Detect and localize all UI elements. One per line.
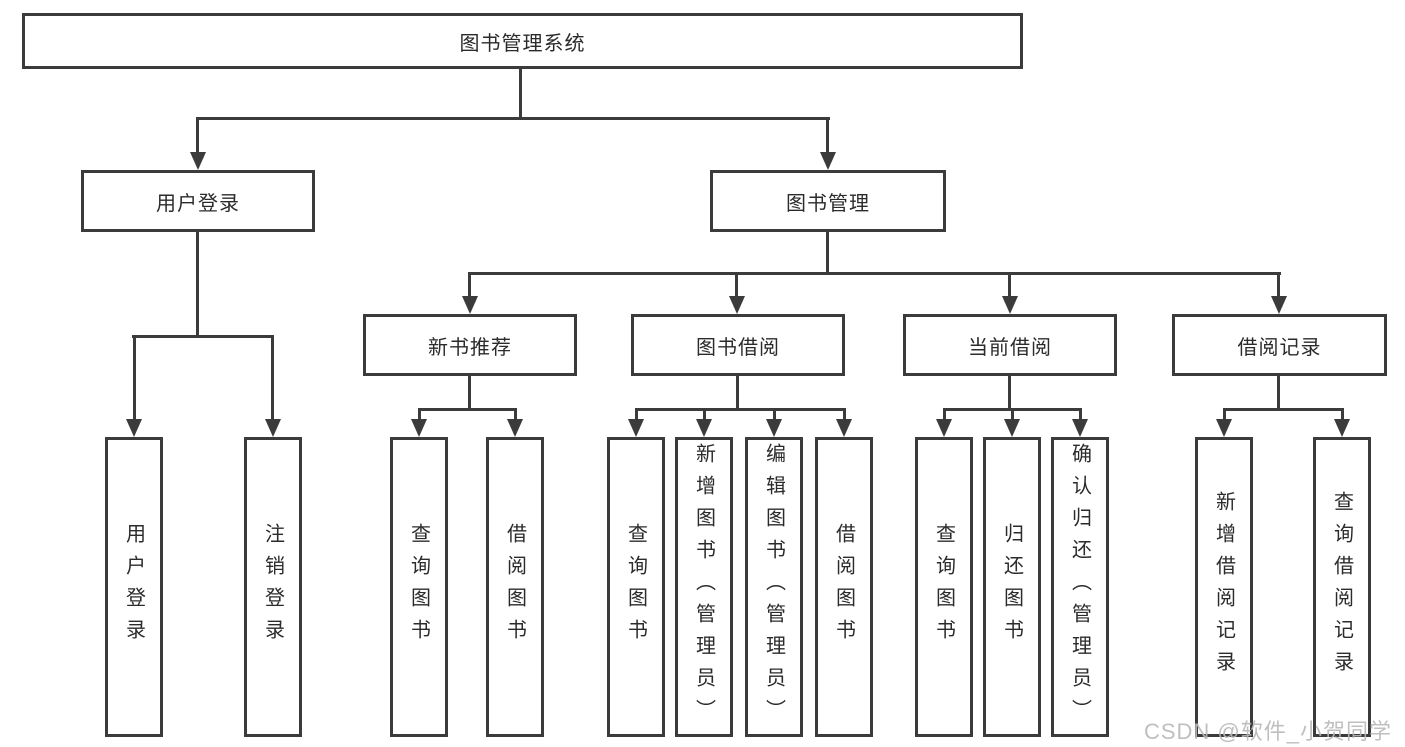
arrowhead-icon (190, 152, 206, 170)
arrowhead-icon (696, 419, 712, 437)
connector-line (1008, 272, 1011, 298)
connector-line (736, 376, 739, 410)
leaf-confirm-return-admin-label: 确认归还（管理员） (1068, 443, 1091, 731)
leaf-edit-books-admin: 编辑图书（管理员） (745, 437, 803, 737)
connector-line (735, 272, 738, 298)
leaf-add-books-admin: 新增图书（管理员） (675, 437, 733, 737)
node-book-management-group-label: 图书管理 (786, 192, 870, 215)
connector-line (1277, 272, 1280, 298)
leaf-query-borrow-record: 查询借阅记录 (1313, 437, 1371, 737)
connector-line (418, 408, 517, 411)
watermark-text: CSDN @软件_小贺同学 (1143, 719, 1392, 744)
leaf-borrow-books: 借阅图书 (815, 437, 873, 737)
leaf-query-books-recommend: 查询图书 (390, 437, 448, 737)
connector-line (1223, 408, 1226, 421)
leaf-logout: 注销登录 (244, 437, 302, 737)
connector-line (196, 232, 199, 336)
node-new-book-recommend: 新书推荐 (363, 314, 577, 376)
node-user-login-group-label: 用户登录 (156, 192, 240, 215)
leaf-return-books-label: 归还图书 (1000, 523, 1023, 651)
connector-line (943, 408, 946, 421)
node-book-borrow-label: 图书借阅 (696, 336, 780, 359)
arrowhead-icon (507, 419, 523, 437)
arrowhead-icon (1334, 419, 1350, 437)
leaf-query-books-recommend-label: 查询图书 (407, 523, 430, 651)
connector-line (197, 117, 830, 120)
arrowhead-icon (1072, 419, 1088, 437)
node-current-borrow: 当前借阅 (903, 314, 1117, 376)
arrowhead-icon (265, 419, 281, 437)
connector-line (196, 117, 199, 153)
connector-line (271, 335, 274, 420)
connector-line (418, 408, 421, 421)
connector-line (133, 335, 136, 420)
leaf-edit-books-admin-label: 编辑图书（管理员） (762, 443, 785, 731)
node-root: 图书管理系统 (22, 13, 1023, 69)
arrowhead-icon (1002, 296, 1018, 314)
connector-line (1341, 408, 1344, 421)
connector-line (635, 408, 638, 421)
leaf-user-login-label: 用户登录 (122, 523, 145, 651)
node-borrow-records: 借阅记录 (1172, 314, 1387, 376)
connector-line (1008, 376, 1011, 410)
leaf-add-borrow-record-label: 新增借阅记录 (1212, 491, 1235, 683)
leaf-borrow-books-recommend: 借阅图书 (486, 437, 544, 737)
arrowhead-icon (936, 419, 952, 437)
arrowhead-icon (1004, 419, 1020, 437)
connector-line (469, 272, 1281, 275)
leaf-add-borrow-record: 新增借阅记录 (1195, 437, 1253, 737)
arrowhead-icon (126, 419, 142, 437)
leaf-query-books-borrow: 查询图书 (607, 437, 665, 737)
connector-line (468, 272, 471, 298)
arrowhead-icon (820, 152, 836, 170)
arrowhead-icon (411, 419, 427, 437)
node-user-login-group: 用户登录 (81, 170, 315, 232)
node-new-book-recommend-label: 新书推荐 (428, 336, 512, 359)
connector-line (1011, 408, 1014, 421)
connector-line (132, 335, 274, 338)
arrowhead-icon (836, 419, 852, 437)
arrowhead-icon (729, 296, 745, 314)
connector-line (468, 376, 471, 410)
leaf-add-books-admin-label: 新增图书（管理员） (692, 443, 715, 731)
leaf-confirm-return-admin: 确认归还（管理员） (1051, 437, 1109, 737)
connector-line (1277, 376, 1280, 410)
arrowhead-icon (462, 296, 478, 314)
connector-line (1079, 408, 1082, 421)
connector-line (635, 408, 845, 411)
node-book-management-group: 图书管理 (710, 170, 946, 232)
leaf-user-login: 用户登录 (105, 437, 163, 737)
connector-line (826, 117, 829, 153)
leaf-logout-label: 注销登录 (261, 523, 284, 651)
connector-line (843, 408, 846, 421)
leaf-borrow-books-recommend-label: 借阅图书 (503, 523, 526, 651)
arrowhead-icon (1216, 419, 1232, 437)
leaf-query-books-borrow-label: 查询图书 (624, 523, 647, 651)
leaf-query-borrow-record-label: 查询借阅记录 (1330, 491, 1353, 683)
node-current-borrow-label: 当前借阅 (968, 336, 1052, 359)
node-book-borrow: 图书借阅 (631, 314, 845, 376)
leaf-borrow-books-label: 借阅图书 (832, 523, 855, 651)
node-root-label: 图书管理系统 (459, 32, 586, 55)
leaf-query-books-current-label: 查询图书 (932, 523, 955, 651)
connector-line (519, 69, 522, 119)
arrowhead-icon (628, 419, 644, 437)
connector-line (826, 232, 829, 274)
node-borrow-records-label: 借阅记录 (1237, 336, 1322, 359)
leaf-query-books-current: 查询图书 (915, 437, 973, 737)
arrowhead-icon (1271, 296, 1287, 314)
connector-line (703, 408, 706, 421)
connector-line (514, 408, 517, 421)
arrowhead-icon (766, 419, 782, 437)
leaf-return-books: 归还图书 (983, 437, 1041, 737)
connector-line (1223, 408, 1344, 411)
connector-line (773, 408, 776, 421)
